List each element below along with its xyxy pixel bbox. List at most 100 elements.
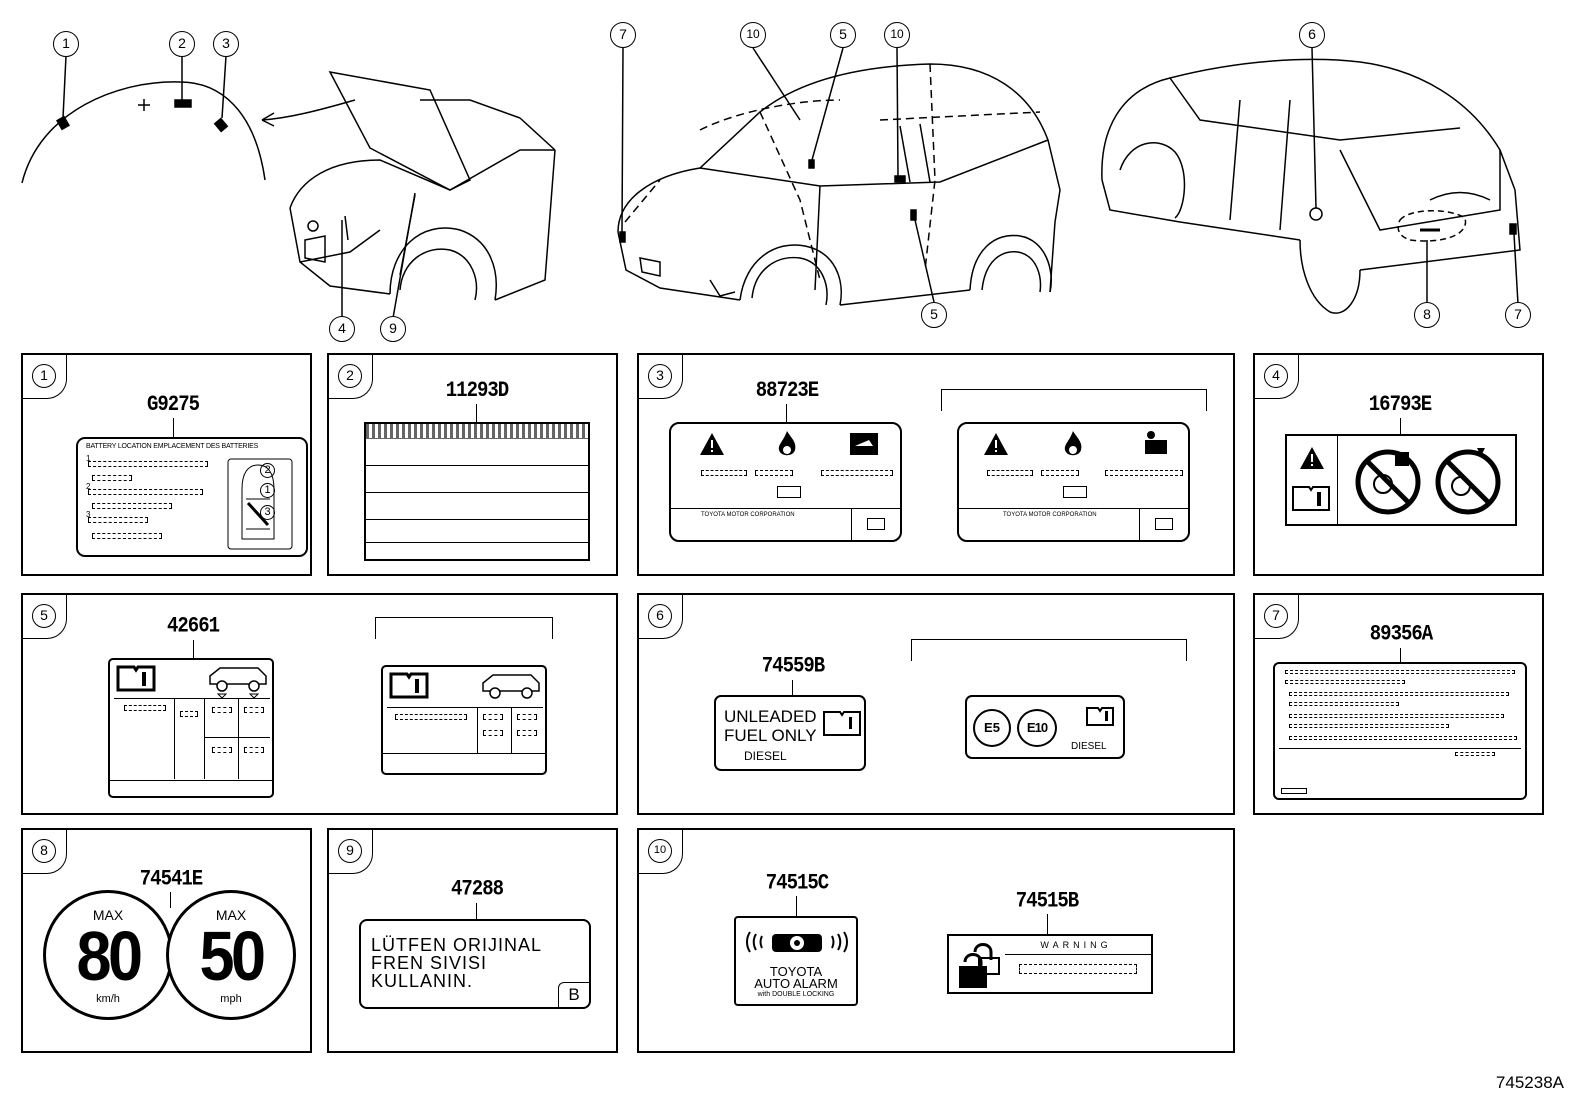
panel-number-tab: 7 (1255, 595, 1299, 639)
part-number: 74541E (139, 866, 203, 892)
table-row (366, 520, 588, 543)
text-line (701, 470, 747, 476)
leader-line (786, 404, 787, 422)
warning-triangle-icon (1300, 447, 1324, 469)
text-line (212, 707, 232, 713)
part-number: 42661 (166, 613, 220, 639)
max-text: MAX (92, 907, 124, 923)
no-engine-mount-icon (1355, 449, 1421, 515)
callout-6: 6 (1299, 22, 1325, 48)
warning-text: WARNING (1040, 940, 1112, 950)
callout-9: 9 (380, 316, 406, 342)
fuel-text-line2: FUEL ONLY (724, 726, 817, 745)
leader-line (1400, 648, 1401, 662)
text-line (1105, 470, 1183, 476)
text-line (92, 475, 132, 481)
alarm-siren-icon (746, 931, 848, 953)
tire-pressure-label-b (381, 665, 547, 775)
diesel-crossed-text: DIESEL (744, 749, 787, 763)
table-row (366, 493, 588, 520)
maker-text: TOYOTA MOTOR CORPORATION (1003, 512, 1097, 518)
text-line (1019, 964, 1137, 974)
text-line (483, 714, 503, 720)
callout-2: 2 (169, 31, 195, 57)
part-number-b: 74515B (1015, 888, 1079, 914)
battery-location-label: BATTERY LOCATION EMPLACEMENT DES BATTERI… (76, 437, 308, 557)
panel-number-tab: 8 (23, 830, 67, 874)
padlock-icon (959, 943, 1000, 988)
panel-number: 6 (648, 604, 672, 628)
leader-line (1047, 914, 1048, 934)
callout-1: 1 (53, 31, 79, 57)
part-number: 16793E (1368, 391, 1432, 417)
max-text: MAX (215, 907, 247, 923)
panel-6-fuel-type-label: 6 74559B UNLEADED FUEL ONLY DIESEL E5 E1… (637, 593, 1235, 815)
text-line (395, 714, 467, 720)
alarm-text-line1: TOYOTA (769, 964, 823, 979)
warning-lock-label: WARNING (947, 934, 1153, 994)
panel-number: 8 (32, 839, 56, 863)
brake-fluid-label: LÜTFEN ORIJINAL FREN SIVISI KULLANIN. B (359, 919, 591, 1009)
panel-number: 3 (648, 364, 672, 388)
footer-rule (110, 780, 272, 781)
text-line (92, 503, 172, 509)
table-row (366, 466, 588, 493)
notice-label (1273, 662, 1527, 800)
variant-bracket (375, 617, 553, 639)
footer-rule (671, 508, 900, 509)
callout-10: 10 (740, 22, 766, 48)
text-line (88, 461, 208, 467)
text-line (1289, 724, 1449, 728)
callout-5: 5 (921, 302, 947, 328)
text-line (1041, 470, 1079, 476)
callout-10: 10 (884, 22, 910, 48)
maker-text: TOYOTA MOTOR CORPORATION (701, 512, 795, 518)
fuel-warning-label-a: TOYOTA MOTOR CORPORATION (669, 422, 902, 542)
diagram-num: 3 (260, 505, 275, 520)
panel-5-tire-pressure-label: 5 42661 (21, 593, 618, 815)
manual-icon (389, 672, 429, 699)
panel-number: 10 (648, 839, 672, 863)
part-number: 74559B (761, 653, 825, 679)
text-line (1285, 670, 1515, 674)
e5-badge: E5 (973, 709, 1011, 747)
vehicle-overview-illustration (21, 47, 1521, 319)
car-silhouette-icon (482, 674, 540, 699)
label-rule (1279, 748, 1521, 749)
footer-divider (851, 508, 852, 540)
panel-number-tab: 5 (23, 595, 67, 639)
text-line (1289, 714, 1504, 718)
panel-9-brake-fluid-label: 9 47288 LÜTFEN ORIJINAL FREN SIVISI KULL… (327, 828, 618, 1053)
speed-sign-mph: MAX 50 mph (166, 890, 296, 1020)
footer-divider (1139, 508, 1140, 540)
warning-triangle-icon (700, 433, 724, 455)
code-boxes (1155, 518, 1173, 530)
callout-5: 5 (830, 22, 856, 48)
panel-1-battery-label: 1 G9275 BATTERY LOCATION EMPLACEMENT DES… (21, 353, 312, 576)
panel-number-tab: 3 (639, 355, 683, 399)
panel-number-tab: 9 (329, 830, 373, 874)
car-silhouette-icon (209, 667, 267, 699)
part-number: 89356A (1369, 621, 1433, 647)
unit-mph: mph (220, 993, 242, 1005)
no-fluid-icon (1435, 448, 1501, 515)
panel-number-tab: 4 (1255, 355, 1299, 399)
text-line (124, 705, 166, 711)
brake-text-line3: KULLANIN. (371, 971, 474, 991)
diagram-num: 3 (86, 510, 91, 519)
text-line (755, 470, 793, 476)
footer-rule (383, 753, 545, 754)
brake-text-line1: LÜTFEN ORIJINAL (371, 935, 543, 955)
leader-line (173, 418, 174, 438)
part-number: 88723E (755, 377, 819, 403)
panel-10-alarm-label: 10 74515C 74515B TOYOTA AUTO ALARM with … (637, 828, 1235, 1053)
text-line (244, 707, 264, 713)
callout-7: 7 (1505, 302, 1531, 328)
warning-table-label (364, 422, 590, 561)
figure-reference-id: 745238A (1495, 1073, 1564, 1092)
panel-number: 1 (32, 364, 56, 388)
tire-table (114, 698, 270, 779)
speed-mph-value: 50 (199, 917, 266, 995)
text-line (180, 711, 198, 717)
e10-badge: E10 (1017, 709, 1057, 747)
